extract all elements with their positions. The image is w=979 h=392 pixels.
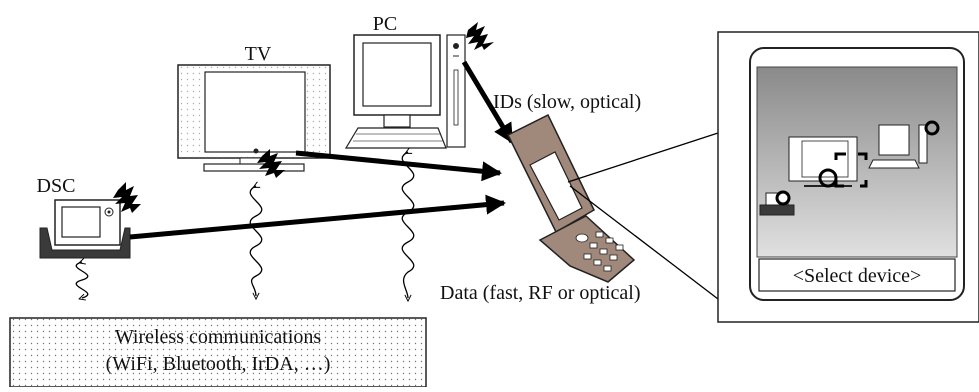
select-device-label: <Select device>: [793, 265, 922, 287]
zoom-line-bottom: [569, 185, 719, 300]
arrow-pc-to-phone: [461, 60, 515, 144]
arrow-dsc-to-phone: [129, 194, 506, 240]
flash-icon: [466, 22, 494, 50]
ids-label: IDs (slow, optical): [493, 91, 641, 113]
flash-icon: [113, 182, 141, 213]
zoom-line-top: [567, 132, 719, 183]
pc-icon: [344, 34, 466, 149]
wave-icon: [249, 186, 263, 296]
wave-icon: [75, 262, 89, 298]
phone-screen-callout: <Select device>: [717, 31, 979, 323]
wireless-title: Wireless communications: [115, 326, 322, 348]
tv-icon: [177, 64, 331, 172]
wave-icon: [401, 152, 415, 298]
tv-label: TV: [245, 43, 272, 65]
camera-icon: [39, 199, 131, 259]
mobile-phone-icon: [506, 113, 636, 283]
arrow-tv-to-phone: [295, 150, 502, 182]
flash-icon: [257, 149, 285, 178]
wireless-protocols: (WiFi, Bluetooth, IrDA, …): [106, 353, 331, 375]
dsc-label: DSC: [37, 175, 76, 197]
pc-label: PC: [373, 13, 397, 35]
wireless-box: Wireless communications (WiFi, Bluetooth…: [9, 317, 427, 388]
data-label: Data (fast, RF or optical): [440, 282, 641, 304]
